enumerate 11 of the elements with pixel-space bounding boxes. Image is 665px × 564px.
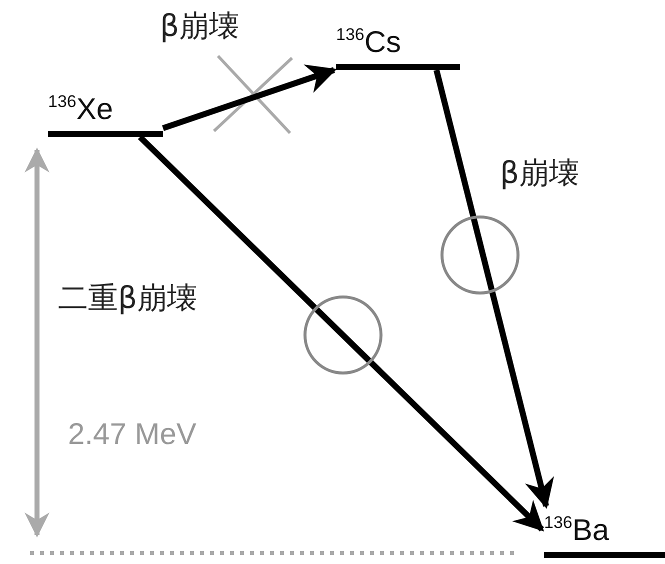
nuclide-label: $^{136}$Xe <box>48 95 114 128</box>
nuclide-label: $^{136}$Cs <box>336 28 402 61</box>
energy-level <box>336 26 460 70</box>
edge-label: β崩壊 <box>500 157 580 190</box>
energy-label: 2.47 MeV <box>68 418 196 452</box>
arrow <box>138 134 544 532</box>
nuclide-label: $^{136}$Ba <box>544 516 610 549</box>
arrow <box>434 69 554 509</box>
edge-label: β崩壊 <box>160 10 240 43</box>
edge-label: 二重β崩壊 <box>58 282 198 315</box>
arrow <box>162 64 337 132</box>
